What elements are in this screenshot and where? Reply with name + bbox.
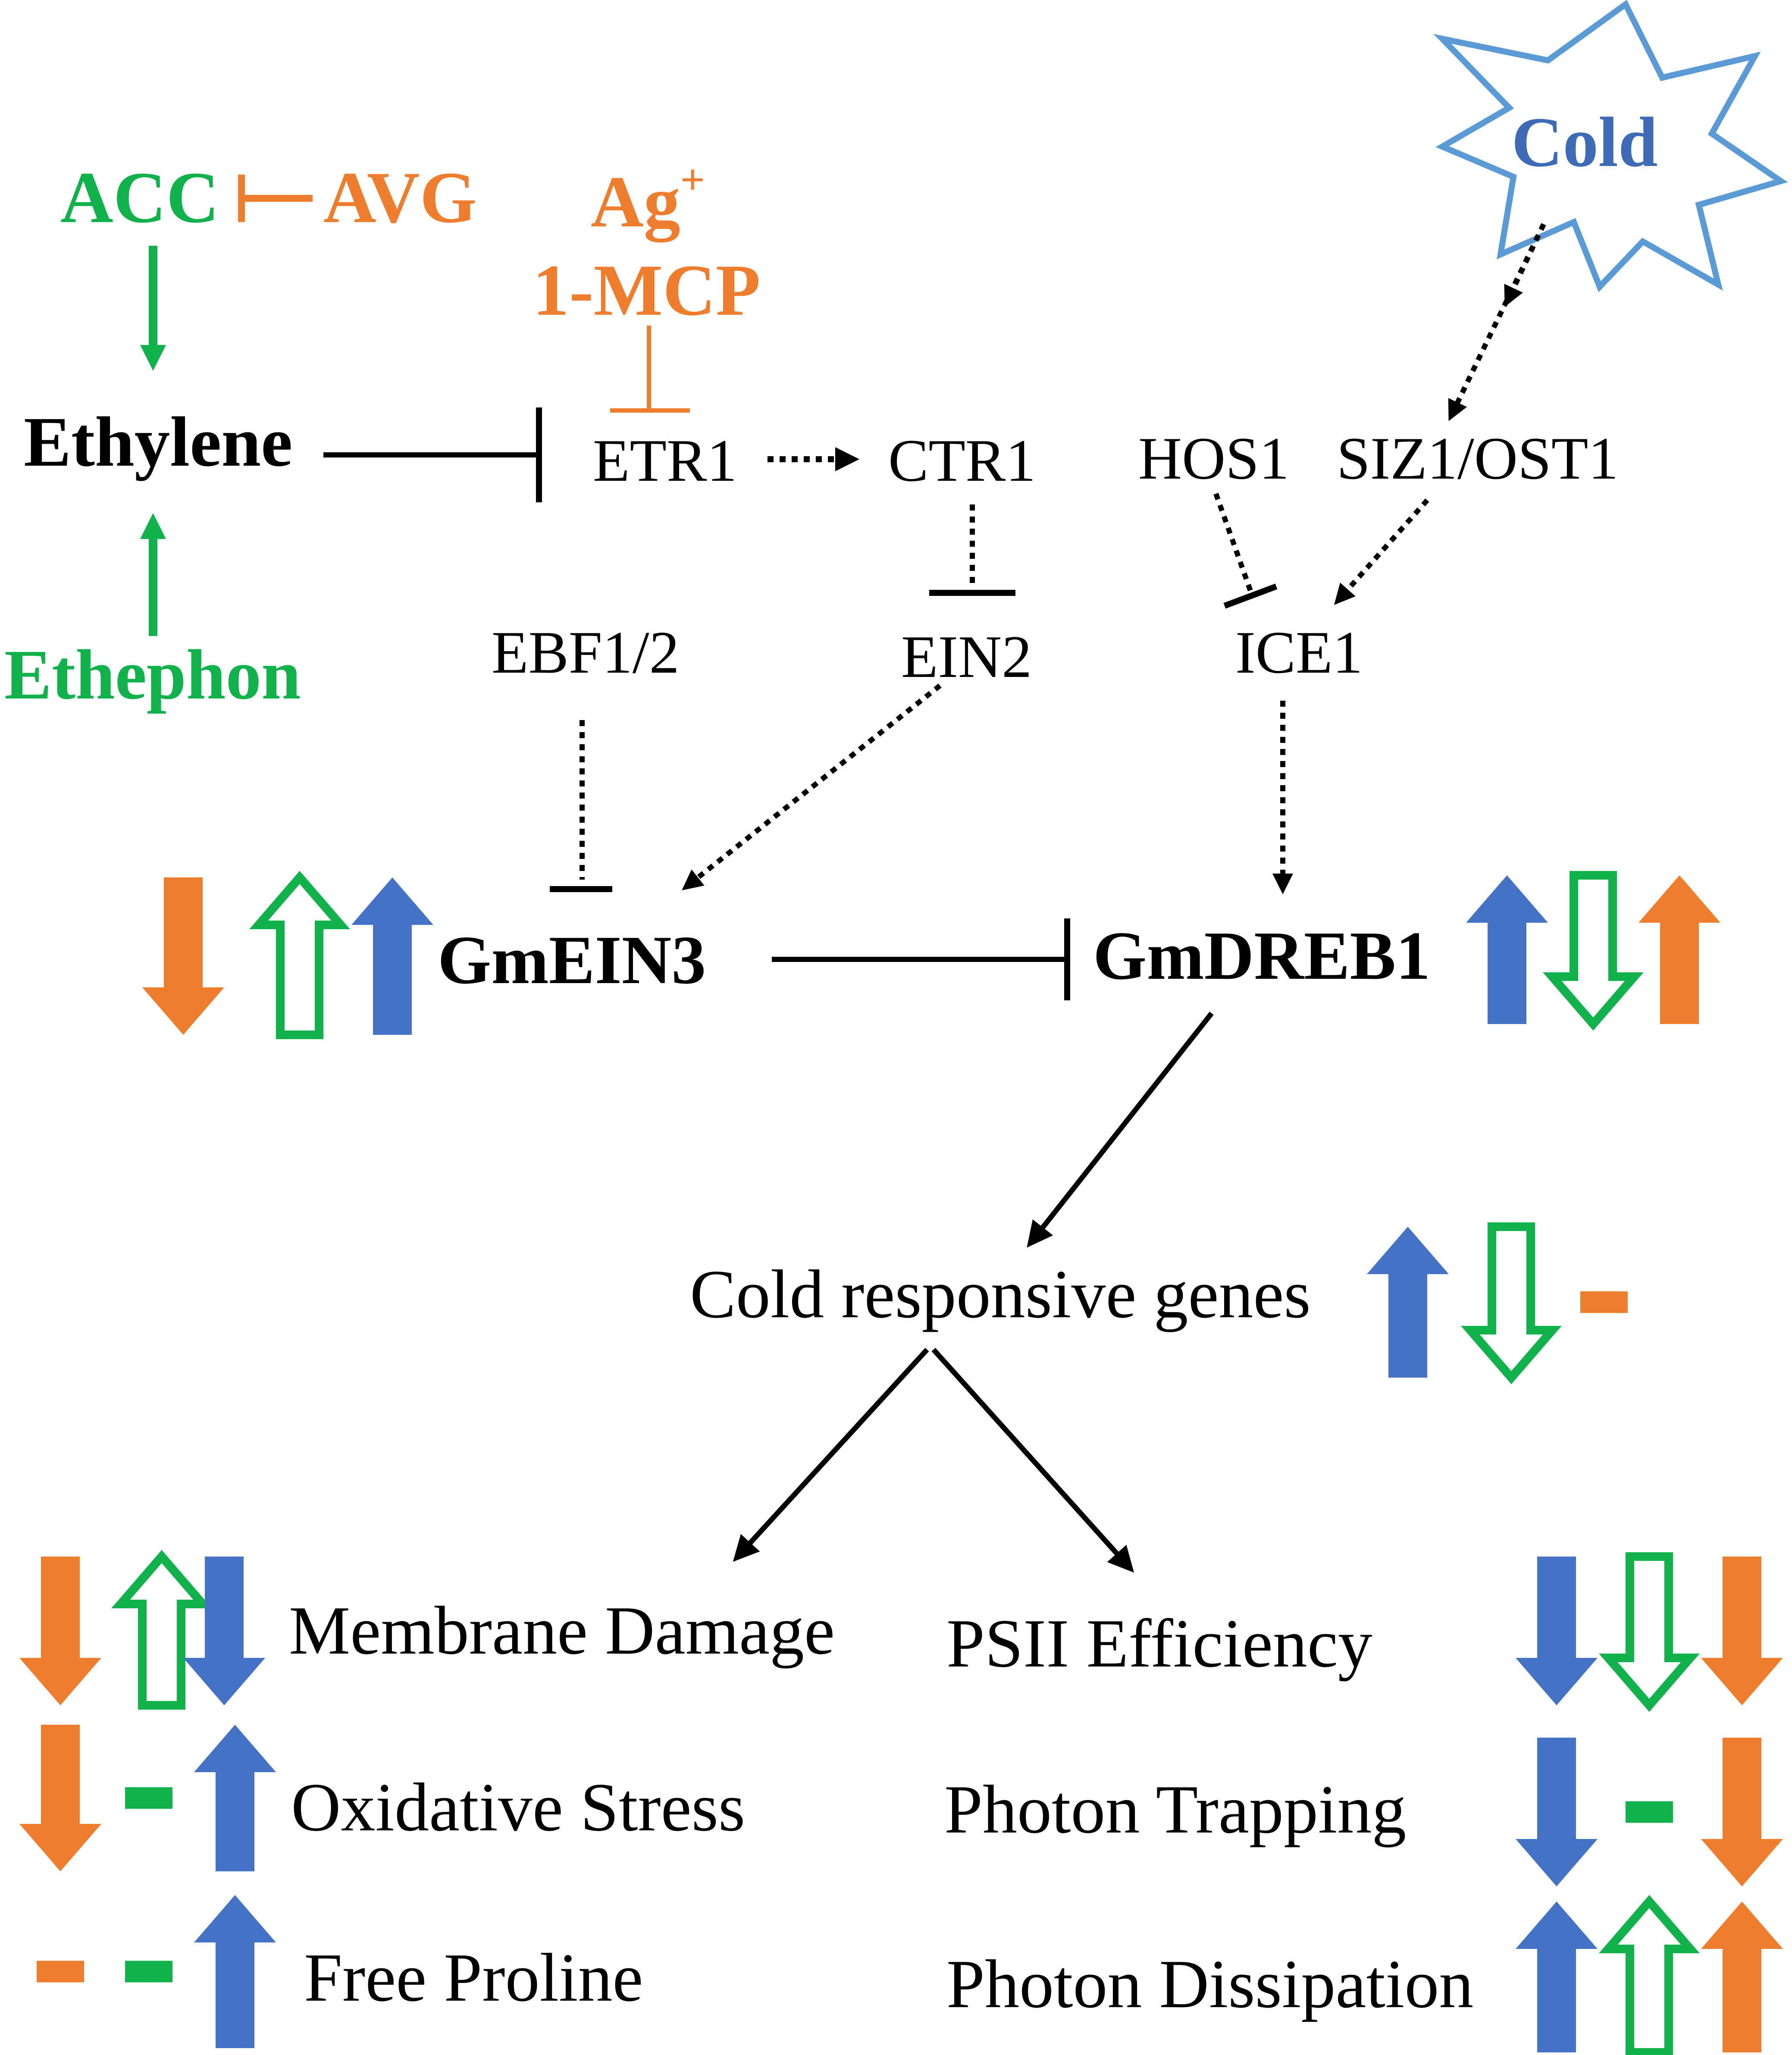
blue-up-arrow-icon (351, 877, 433, 1035)
ag-superscript: + (680, 156, 705, 204)
psii-indicators (1516, 1552, 1783, 1712)
hos1-label: HOS1 (1138, 425, 1289, 492)
blue-up-arrow-icon (194, 1725, 276, 1871)
ag-text: Ag (591, 161, 680, 242)
orange-down-arrow-icon (1701, 1738, 1783, 1886)
gmdreb1-label: GmDREB1 (1093, 917, 1430, 994)
photon-dissipation-label: Photon Dissipation (946, 1945, 1473, 2022)
ethylene-label: Ethylene (24, 402, 292, 481)
ein2-label: EIN2 (901, 623, 1032, 690)
etr1-label: ETR1 (593, 427, 737, 494)
siz1-to-ice1-arrow (1334, 498, 1429, 605)
membrane-indicators (19, 1550, 265, 1710)
green-no-change-dash-icon (1626, 1801, 1673, 1823)
cold-genes-label: Cold responsive genes (690, 1256, 1311, 1332)
proline-indicators (37, 1895, 276, 2048)
cold-genes-indicators (1367, 1222, 1628, 1385)
gmdreb1-indicators (1466, 871, 1720, 1031)
hos1-inhibit-bar (1223, 583, 1278, 609)
blue-down-arrow-icon (183, 1557, 265, 1705)
gmein3-indicators (142, 871, 433, 1039)
green-outline-up-arrow-icon (111, 1550, 212, 1710)
gmein3-label: GmEIN3 (438, 921, 706, 998)
membrane-damage-label: Membrane Damage (289, 1592, 835, 1669)
genes-to-psii-arrow (931, 1347, 1134, 1573)
oxidative-stress-label: Oxidative Stress (291, 1769, 745, 1845)
green-outline-down-arrow-icon (1543, 871, 1644, 1031)
green-no-change-dash-icon (125, 1787, 172, 1809)
orange-no-change-dash-icon (37, 1961, 84, 1983)
orange-down-arrow-icon (19, 1557, 101, 1705)
blue-down-arrow-icon (1516, 1557, 1598, 1705)
orange-down-arrow-icon (1701, 1557, 1783, 1705)
oxidative-indicators (19, 1725, 276, 1871)
ice1-label: ICE1 (1235, 619, 1363, 686)
green-outline-down-arrow-icon (1461, 1222, 1562, 1385)
trapping-indicators (1516, 1738, 1783, 1886)
cold-to-siz1-arrow-b (1448, 223, 1546, 421)
gmdreb1-to-genes-arrow (1027, 1012, 1214, 1248)
blue-up-arrow-icon (1516, 1902, 1598, 2052)
orange-down-arrow-icon (142, 877, 224, 1035)
green-outline-up-arrow-icon (249, 871, 350, 1039)
psii-efficiency-label: PSII Efficiency (946, 1605, 1372, 1682)
orange-up-arrow-icon (1701, 1902, 1783, 2052)
siz1-label: SIZ1/OST1 (1337, 425, 1618, 492)
orange-up-arrow-icon (1638, 875, 1720, 1024)
dissipation-indicators (1516, 1895, 1783, 2055)
photon-trapping-label: Photon Trapping (944, 1771, 1406, 1848)
green-no-change-dash-icon (125, 1961, 172, 1983)
free-proline-label: Free Proline (304, 1939, 643, 2016)
blue-down-arrow-icon (1516, 1738, 1598, 1886)
acc-label: ACC (60, 157, 219, 238)
blue-up-arrow-icon (1367, 1227, 1449, 1378)
cold-label: Cold (1511, 103, 1657, 182)
orange-no-change-dash-icon (1580, 1291, 1628, 1313)
blue-up-arrow-icon (194, 1895, 276, 2048)
cold-burst-icon (1433, 0, 1788, 292)
ein2-to-gmein3-arrow (682, 683, 942, 890)
avg-label: AVG (323, 157, 477, 238)
blue-up-arrow-icon (1466, 875, 1548, 1024)
green-outline-up-arrow-icon (1599, 1895, 1700, 2055)
ag-label: Ag+ (591, 156, 705, 242)
ethephon-label: Ethephon (4, 635, 301, 714)
genes-to-membrane-arrow (733, 1347, 929, 1562)
orange-down-arrow-icon (19, 1725, 101, 1871)
ctr1-label: CTR1 (888, 427, 1036, 494)
mcp-label: 1-MCP (533, 250, 761, 331)
hos1-inhibit-line (1213, 492, 1253, 592)
ebf-label: EBF1/2 (492, 619, 680, 686)
green-outline-down-arrow-icon (1599, 1552, 1700, 1712)
